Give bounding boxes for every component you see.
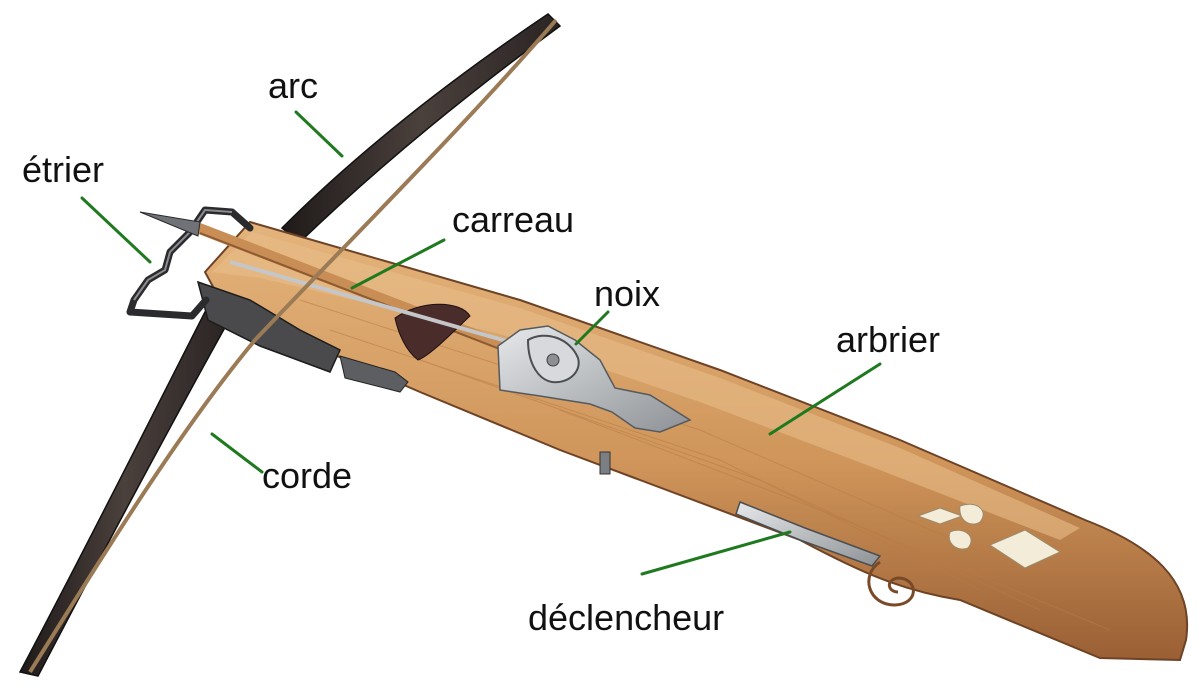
label-carreau: carreau — [452, 202, 574, 238]
leader-etrier — [82, 198, 150, 262]
leader-corde — [212, 434, 262, 472]
nut-pin — [547, 354, 559, 366]
label-etrier: étrier — [22, 152, 104, 188]
label-corde: corde — [262, 458, 352, 494]
label-noix: noix — [594, 276, 660, 312]
bolt-head — [140, 212, 200, 236]
leader-declencheur — [642, 532, 790, 574]
stock-peg — [600, 452, 610, 474]
leader-arc — [296, 112, 342, 156]
label-arbrier: arbrier — [836, 322, 940, 358]
bow-lower-limb — [20, 312, 228, 676]
label-declencheur: déclencheur — [528, 600, 724, 636]
label-arc: arc — [268, 68, 318, 104]
